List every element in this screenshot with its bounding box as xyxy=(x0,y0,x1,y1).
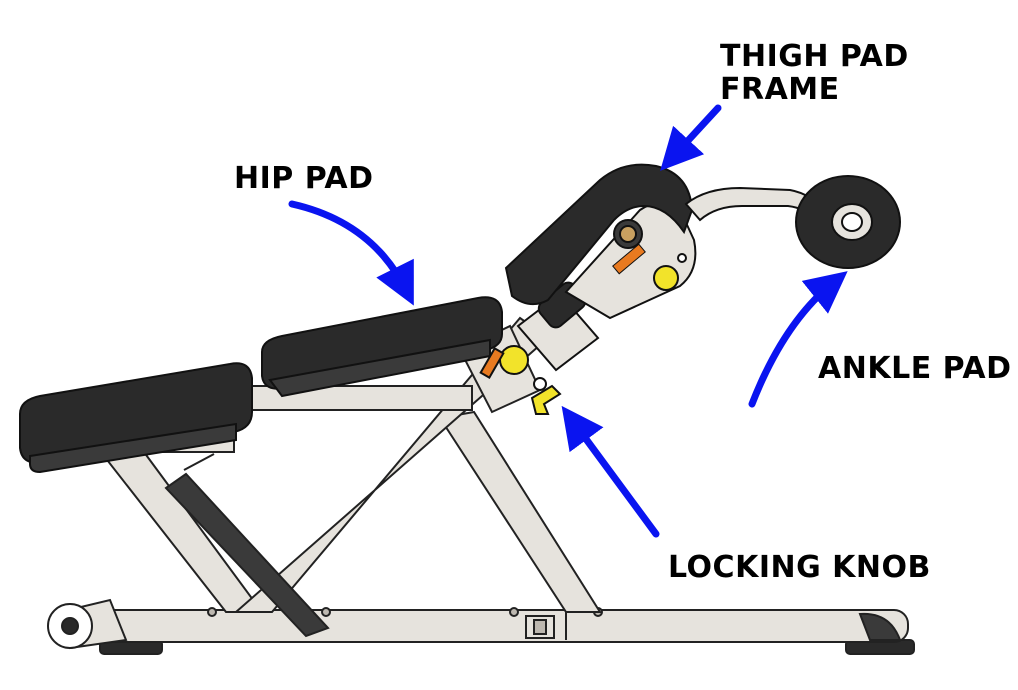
thigh-pad-frame-label-line2: FRAME xyxy=(720,72,840,107)
locking-knob-arrow xyxy=(561,405,660,538)
base-frame xyxy=(65,607,915,655)
thigh-pad-frame-arrow xyxy=(660,104,722,171)
hip-pad-arrow xyxy=(288,200,414,306)
thigh-pad-frame-label: THIGH PAD FRAME xyxy=(720,40,909,106)
locking-knob xyxy=(479,345,562,415)
locking-knob-label: LOCKING KNOB xyxy=(668,550,931,585)
ankle-pad-label: ANKLE PAD xyxy=(818,351,1012,386)
thigh-pad-frame-label-line1: THIGH PAD xyxy=(720,39,909,74)
ankle-pad-arrow xyxy=(748,271,848,408)
transport-wheel xyxy=(47,598,128,650)
ankle-pad xyxy=(684,175,901,269)
hip-pad-label: HIP PAD xyxy=(234,161,374,196)
thigh-pad-frame xyxy=(504,163,697,372)
arrows xyxy=(288,104,848,538)
hip-pad xyxy=(19,296,503,474)
support-tubes xyxy=(87,316,602,638)
